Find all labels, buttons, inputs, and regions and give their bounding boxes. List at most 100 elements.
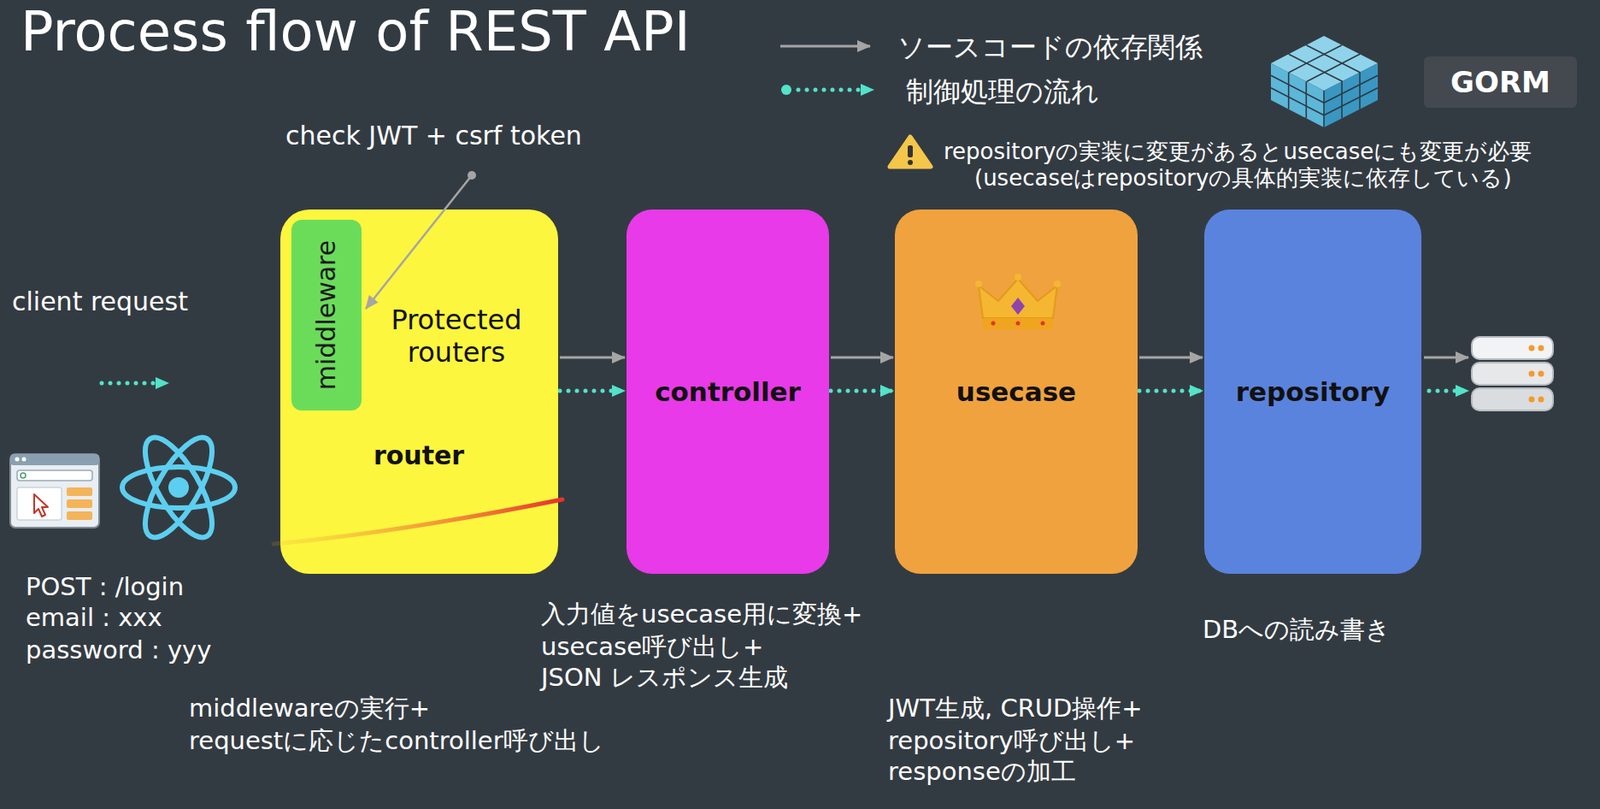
note-label: usecase呼び出し+ (541, 631, 764, 661)
note-label-wrap: check JWT + csrf token (285, 121, 583, 152)
router-box: Protected routers router middleware (280, 209, 559, 574)
leader-arrow (365, 175, 472, 309)
cube-top (1270, 35, 1378, 91)
usecase-label-wrap: usecase (894, 209, 1138, 574)
dependency-arrow (830, 356, 894, 359)
note-label: password : yyy (25, 635, 212, 665)
warning-mark (907, 145, 913, 158)
note-label-wrap: requestに応じたcontroller呼び出し (188, 726, 605, 755)
middleware-box: middleware (291, 219, 362, 411)
browser-search (17, 470, 93, 481)
usecase-label: usecase (956, 376, 1077, 407)
note-label: DBへの読み書き (1202, 614, 1391, 644)
browser-dot (15, 457, 20, 462)
note-label-wrap: DBへの読み書き (1202, 615, 1391, 644)
leader-line (365, 170, 477, 309)
db-dependency-arrow (1423, 356, 1469, 359)
note-label: client request (11, 286, 189, 317)
controller-box: controller (626, 209, 830, 574)
note-label-wrap: POST : /login (25, 572, 184, 601)
controller-label: controller (654, 376, 801, 407)
db-layer (1471, 388, 1553, 411)
note-label-wrap: repositoryの実装に変更があるとusecaseにも変更が必要 (943, 139, 1532, 165)
warning-dot (907, 159, 913, 165)
note-label: repositoryの実装に変更があるとusecaseにも変更が必要 (943, 138, 1532, 165)
note-label-wrap: JSON レスポンス生成 (541, 663, 789, 692)
router-subtitle: Protected routers (362, 303, 551, 370)
db-light (1538, 345, 1545, 352)
note-label-wrap: (usecaseはrepositoryの具体的実装に依存している) (974, 165, 1512, 192)
controller-label-wrap: controller (626, 209, 830, 574)
cube-left (1270, 63, 1324, 128)
note-label-wrap: email : xxx (25, 603, 163, 632)
note-label: responseの加工 (888, 756, 1077, 786)
note-label-wrap: usecase呼び出し+ (541, 632, 764, 661)
react-orbit (132, 428, 225, 547)
warning-triangle (889, 136, 931, 167)
react-orbit (132, 428, 225, 547)
crown-dot (1016, 321, 1021, 326)
crown-base (982, 317, 1053, 330)
react-logo (122, 428, 236, 547)
db-layer (1471, 362, 1553, 385)
cube-right (1323, 63, 1378, 128)
browser-search-icon (20, 472, 26, 478)
legend-label-wrap: 制御処理の流れ (905, 73, 1100, 112)
db-layer (1471, 336, 1553, 359)
crown-tip (1053, 280, 1061, 288)
middleware-label-wrap: middleware (291, 219, 362, 411)
note-label-wrap: password : yyy (25, 635, 212, 665)
legend-label: ソースコードの依存関係 (897, 30, 1203, 64)
browser-icon (10, 453, 100, 528)
db-light (1529, 345, 1536, 352)
browser-bar (10, 453, 100, 465)
note-label: email : xxx (25, 602, 163, 632)
browser-content (17, 487, 62, 520)
request-arrow (101, 381, 169, 386)
repository-box: repository (1204, 209, 1422, 574)
gorm-label: GORM (1450, 64, 1551, 100)
react-core (168, 476, 189, 498)
gorm-badge: GORM (1423, 56, 1577, 108)
note-label-wrap: repository呼び出し+ (888, 726, 1136, 755)
control-flow-arrow (559, 388, 625, 394)
db-flow-arrow (1429, 388, 1469, 394)
warning-icon (889, 136, 931, 167)
router-label-wrap: router (333, 440, 505, 471)
router-subtitle-wrap: Protected routers (362, 303, 551, 370)
crown-dot (1041, 321, 1046, 326)
crown-tip (1014, 273, 1022, 281)
red-stroke (273, 499, 563, 544)
flow-sample (798, 88, 874, 93)
note-label-wrap: middlewareの実行+ (188, 694, 430, 723)
crown-dot (991, 321, 996, 326)
title: Process flow of REST API (20, 0, 691, 64)
note-label: (usecaseはrepositoryの具体的実装に依存している) (974, 164, 1512, 191)
gorm-label-wrap: GORM (1423, 56, 1577, 108)
note-label: repository呼び出し+ (888, 725, 1136, 755)
crown-gem (1011, 297, 1025, 315)
dependency-arrow (559, 356, 625, 359)
flow-sample-dot (781, 84, 792, 95)
legend-label-wrap: ソースコードの依存関係 (897, 29, 1203, 67)
crown-icon (975, 273, 1061, 330)
legend-label: 制御処理の流れ (905, 75, 1100, 108)
control-flow-arrow (1139, 388, 1203, 394)
usecase-box: usecase (894, 209, 1138, 574)
control-flow-arrow (830, 388, 894, 394)
cube-icon (1270, 35, 1378, 128)
note-label-wrap: responseの加工 (888, 757, 1077, 786)
legend-samples (780, 46, 874, 95)
db-arrows (1423, 357, 1469, 391)
dependency-arrow (1139, 356, 1203, 359)
leader-dot (467, 170, 477, 180)
note-label: check JWT + csrf token (285, 120, 583, 151)
crown-body (978, 278, 1058, 318)
browser-panel (66, 499, 93, 508)
note-label: middlewareの実行+ (188, 693, 430, 723)
db-light (1538, 396, 1545, 403)
note-label: 入力値をusecase用に変換+ (541, 599, 863, 629)
db-light (1529, 396, 1536, 403)
crown-tip (975, 280, 983, 288)
